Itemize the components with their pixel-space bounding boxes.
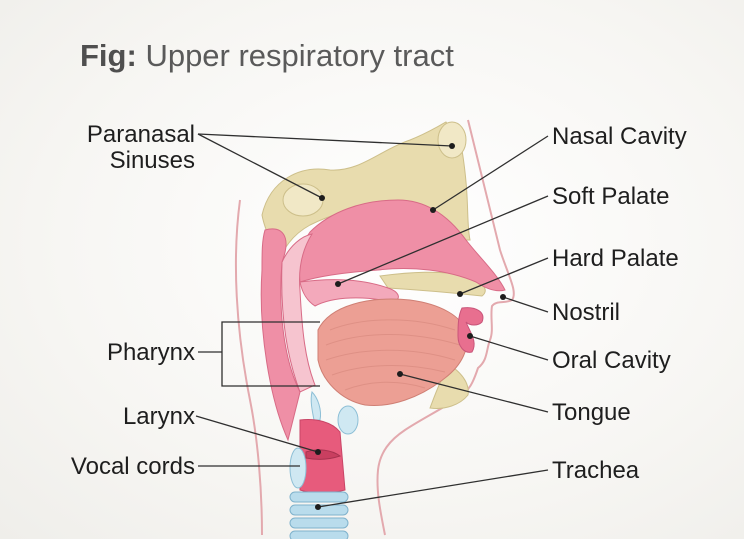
label-soft-palate: Soft Palate <box>552 184 669 210</box>
label-paranasal-sinuses: Paranasal Sinuses <box>60 122 195 174</box>
label-nasal-cavity: Nasal Cavity <box>552 124 687 150</box>
lips <box>458 308 483 353</box>
neck-back-outline <box>236 200 262 535</box>
label-pharynx: Pharynx <box>60 340 195 366</box>
epiglottis <box>311 392 320 420</box>
label-paranasal-line1: Paranasal <box>60 122 195 148</box>
leader-trachea <box>318 470 548 507</box>
label-larynx: Larynx <box>60 404 195 430</box>
label-nostril: Nostril <box>552 300 620 326</box>
leader-oral-cavity <box>470 336 548 360</box>
label-tongue: Tongue <box>552 400 631 426</box>
hyoid-cartilage <box>338 406 358 434</box>
label-paranasal-line2: Sinuses <box>60 148 195 174</box>
trachea-rings <box>290 492 348 539</box>
label-trachea: Trachea <box>552 458 639 484</box>
label-hard-palate: Hard Palate <box>552 246 679 272</box>
label-vocal-cords: Vocal cords <box>20 454 195 480</box>
label-oral-cavity: Oral Cavity <box>552 348 671 374</box>
thyroid-cartilage <box>290 448 306 488</box>
leader-nostril <box>503 297 548 312</box>
frontal-sinus-bone <box>438 122 466 158</box>
leader-sinus-sphenoid <box>198 134 322 198</box>
